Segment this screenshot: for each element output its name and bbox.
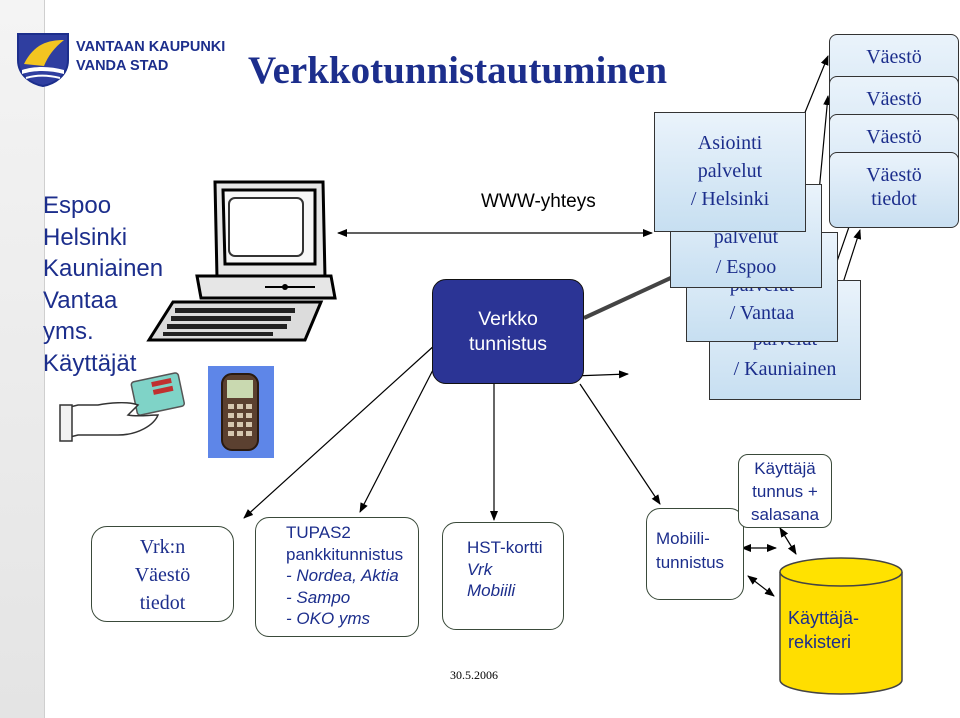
logo-line-1: VANTAAN KAUPUNKI	[76, 39, 226, 55]
verkko-tunnistus-box: Verkko tunnistus	[432, 279, 584, 384]
slide-sidebar	[0, 0, 45, 718]
link-tupas	[359, 363, 437, 513]
vaesto-box-1-label: Väestö	[866, 46, 922, 68]
kayttaja-line-2: tunnus +	[752, 482, 818, 501]
vaesto-tiedot-line-2: tiedot	[871, 188, 917, 210]
tupas-box: TUPAS2 pankkitunnistus - Nordea, Aktia -…	[255, 517, 419, 637]
service-helsinki-line-1: Asiointi	[697, 132, 763, 154]
tupas-line-5: - OKO yms	[286, 609, 371, 628]
service-kauniainen-line-2: / Kauniainen	[733, 358, 837, 380]
city-yms: yms.	[43, 318, 94, 345]
link-mobiili	[579, 383, 661, 505]
tupas-line-3: - Nordea, Aktia	[286, 566, 399, 585]
vrk-line-1: Vrk:n	[139, 536, 186, 558]
city-list: Espoo Helsinki Kauniainen Vantaa yms. Kä…	[43, 190, 163, 379]
vaesto-box-2-label: Väestö	[866, 88, 922, 110]
link-kayttaja-rekisteri	[779, 527, 797, 555]
vrk-line-3: tiedot	[139, 592, 186, 614]
vaesto-link-4	[841, 229, 862, 287]
service-helsinki-line-2: palvelut	[697, 160, 763, 182]
vaesto-tiedot-box: Väestö tiedot	[829, 152, 959, 228]
city-helsinki: Helsinki	[43, 223, 128, 251]
vaesto-tiedot-line-1: Väestö	[866, 164, 922, 186]
service-vantaa-line-2: / Vantaa	[729, 302, 795, 324]
mobiilitunnistus-box: Mobiili- tunnistus	[646, 508, 744, 600]
service-box-helsinki: Asiointi palvelut / Helsinki	[654, 112, 806, 232]
hst-line-1: HST-kortti	[467, 538, 543, 557]
hst-line-2: Vrk	[467, 559, 493, 579]
logo-line-2: VANDA STAD	[76, 58, 169, 74]
service-helsinki-line-3: / Helsinki	[690, 188, 770, 210]
slide-date: 30.5.2006	[450, 668, 498, 682]
kayttajatunnus-box: Käyttäjä tunnus + salasana	[738, 454, 832, 528]
city-vantaa: Vantaa	[43, 286, 118, 314]
link-mobiili-rekisteri	[747, 575, 775, 597]
verkko-line-2: tunnistus	[468, 332, 548, 355]
kayttaja-line-3: salasana	[750, 505, 820, 524]
vaesto-box-3-label: Väestö	[866, 126, 922, 148]
kayttajarekisteri-database: Käyttäjä- rekisteri	[778, 556, 904, 696]
logo-text: VANTAAN KAUPUNKI VANDA STAD	[76, 38, 225, 76]
tupas-line-2: pankkitunnistus	[286, 544, 404, 564]
vrk-vaesto-box: Vrk:n Väestö tiedot	[91, 526, 234, 622]
service-espoo-line-2: / Espoo	[715, 256, 777, 278]
mobiili-line-2: tunnistus	[656, 553, 725, 572]
kayttaja-line-1: Käyttäjä	[754, 459, 816, 478]
computer-icon	[145, 178, 345, 353]
slide-title: Verkkotunnistautuminen	[248, 49, 668, 92]
mobiili-line-1: Mobiili-	[656, 529, 710, 548]
city-espoo: Espoo	[43, 192, 112, 219]
hst-line-3: Mobiili	[467, 581, 516, 600]
vrk-line-2: Väestö	[134, 564, 191, 586]
vantaa-logo-icon	[14, 30, 72, 93]
rekisteri-line-1: Käyttäjä-	[788, 608, 860, 628]
tupas-line-1: TUPAS2	[286, 523, 351, 542]
hst-kortti-box: HST-kortti Vrk Mobiili	[442, 522, 564, 630]
www-connection-label: WWW-yhteys	[481, 191, 596, 212]
verkko-line-1: Verkko	[478, 307, 538, 330]
tupas-line-4: - Sampo	[286, 587, 351, 607]
link-vrk	[243, 343, 437, 519]
mobile-phone-icon	[208, 366, 274, 463]
database-cylinder-icon	[779, 557, 903, 695]
city-kauniainen: Kauniainen	[43, 255, 164, 282]
rekisteri-line-2: rekisteri	[788, 632, 852, 652]
users-label: Käyttäjät	[43, 349, 137, 377]
hand-card-icon	[58, 365, 198, 450]
